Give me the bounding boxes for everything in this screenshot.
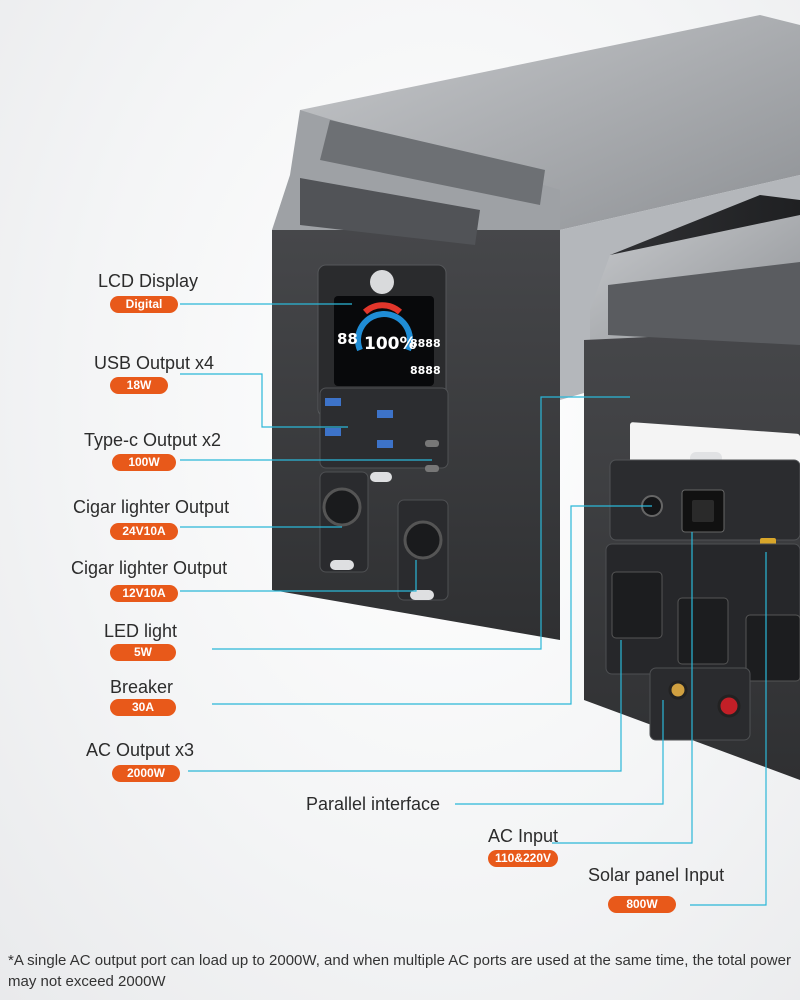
callout-label-breaker: Breaker	[110, 677, 174, 697]
cigar-socket-12v	[403, 520, 443, 560]
callout-label-cigar-24v: Cigar lighter Output	[73, 497, 230, 517]
ac-outlet-3	[745, 614, 800, 682]
callout-spec-lcd-display: Digital	[110, 296, 178, 313]
lcd-battery-percent: 100%	[364, 334, 417, 354]
ac-outlet-1	[611, 571, 663, 639]
callout-spec-typec-output: 100W	[112, 454, 176, 471]
callout-spec-ac-input: 110&220V	[488, 850, 558, 867]
callout-spec-ac-output: 2000W	[112, 765, 180, 782]
lcd-output-digits: 8888	[410, 364, 441, 377]
ac-outlet-2	[677, 597, 729, 665]
callout-spec-cigar-24v: 24V10A	[110, 523, 178, 540]
callout-spec-solar-input: 800W	[608, 896, 676, 913]
callout-label-solar-input: Solar panel Input	[588, 865, 725, 885]
lcd-input-digits: 8888	[410, 337, 441, 350]
power-button	[370, 270, 394, 294]
leader-lines	[180, 303, 767, 906]
callout-label-ac-output: AC Output x3	[86, 740, 195, 760]
callout-label-usb-output: USB Output x4	[94, 353, 215, 373]
footnote: *A single AC output port can load up to …	[8, 952, 791, 990]
cigar-socket-24v	[322, 487, 362, 527]
parallel-port	[668, 680, 688, 700]
callout-spec-breaker: 30A	[110, 699, 176, 716]
callout-label-cigar-12v: Cigar lighter Output	[71, 558, 228, 578]
callout-spec-led-light: 5W	[110, 644, 176, 661]
lcd-left-digits: 88	[337, 330, 358, 348]
callout-label-typec-output: Type-c Output x2	[84, 430, 222, 450]
lcd-screen	[334, 296, 434, 386]
callout-label-parallel-interface: Parallel interface	[306, 794, 441, 814]
callout-label-ac-input: AC Input	[488, 826, 559, 846]
callout-label-lcd-display: LCD Display	[98, 271, 199, 291]
callout-label-led-light: LED light	[104, 621, 178, 641]
callout-spec-cigar-12v: 12V10A	[110, 585, 178, 602]
callout-spec-usb-output: 18W	[110, 377, 168, 394]
